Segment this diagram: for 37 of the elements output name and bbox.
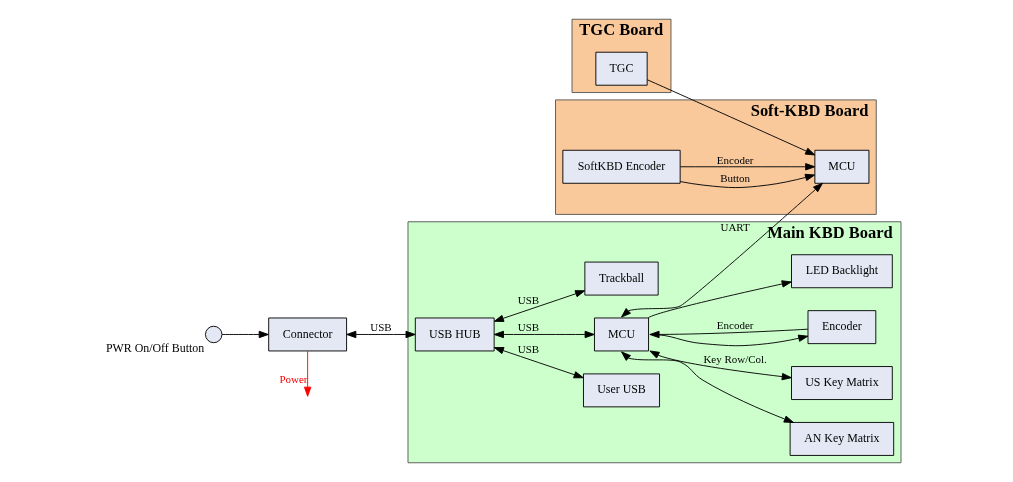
arrow — [647, 280, 792, 319]
node-box: SoftKBD Encoder — [562, 149, 681, 184]
arrow — [621, 351, 794, 423]
node-box: LED Backlight — [791, 254, 893, 289]
arrow — [647, 79, 816, 156]
node-box: Encoder — [807, 310, 877, 345]
arrow — [649, 328, 809, 339]
edge-label: USB — [517, 321, 540, 334]
edge-label: USB — [517, 293, 540, 306]
node-box: Connector — [268, 317, 348, 352]
arrow — [493, 290, 586, 322]
edge-label: Encoder — [716, 153, 754, 166]
arrow — [493, 330, 595, 339]
node-box: MCU — [594, 317, 649, 352]
arrow — [621, 182, 823, 318]
node-box: AN Key Matrix — [789, 422, 895, 456]
arrow — [649, 350, 792, 381]
arrow — [679, 173, 816, 189]
node-label: PWR On/Off Button — [105, 341, 205, 356]
arrow — [346, 330, 416, 339]
node-box: User USB — [583, 373, 660, 408]
node-box: Trackball — [584, 261, 659, 296]
edge-label: Encoder — [716, 318, 754, 331]
arrow — [493, 347, 584, 379]
node-box: TGC — [595, 51, 648, 86]
node-circle — [205, 325, 223, 344]
node-box: USB HUB — [414, 317, 495, 352]
edge-label: USB — [370, 321, 392, 334]
node-box: MCU — [814, 149, 870, 184]
edge-label: USB — [517, 343, 540, 356]
arrow — [304, 350, 312, 397]
arrow — [221, 330, 269, 339]
arrow — [679, 163, 816, 171]
edge-label: Key Row/Col. — [703, 353, 767, 366]
edge-label: Button — [720, 171, 751, 184]
node-box: US Key Matrix — [791, 366, 893, 400]
edge-label: UART — [720, 221, 750, 234]
